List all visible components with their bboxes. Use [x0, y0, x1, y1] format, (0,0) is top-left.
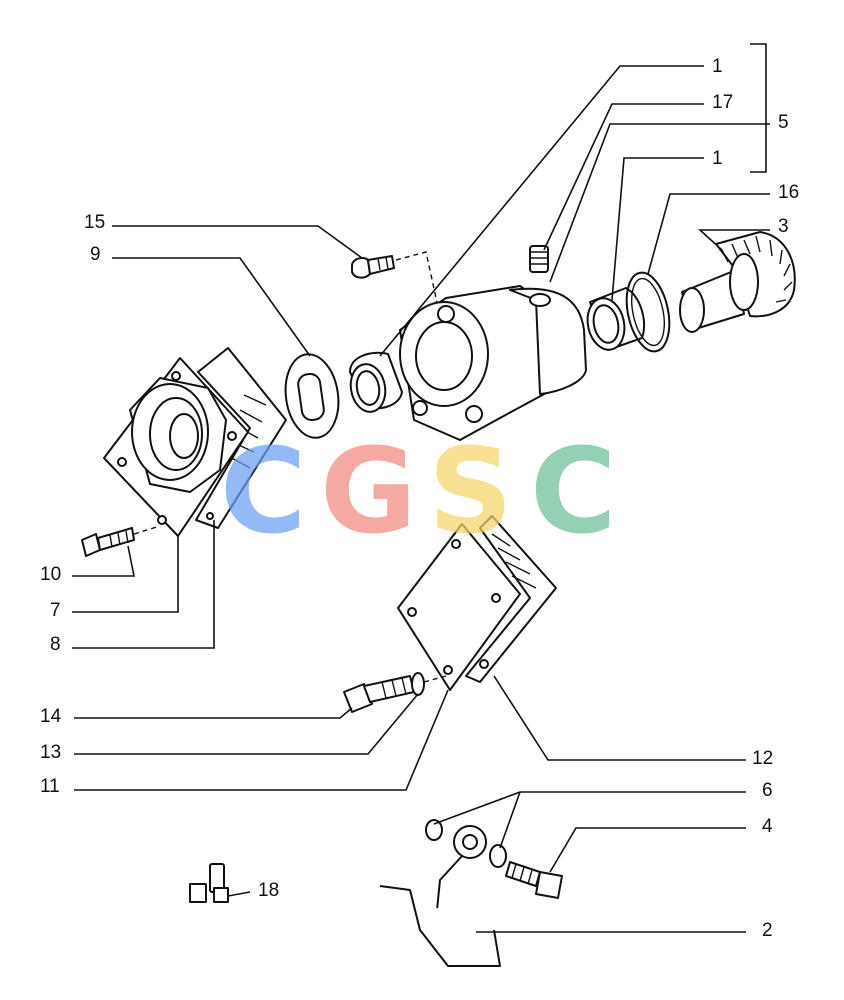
callout-12: 12	[752, 748, 773, 769]
callout-1-lower: 1	[712, 148, 723, 169]
gear-shaft-3-part	[679, 231, 796, 333]
callout-14: 14	[40, 706, 62, 727]
bolt-14-washer-13-part	[343, 672, 447, 713]
callout-7: 7	[50, 600, 61, 621]
pipe-assembly-part	[379, 819, 563, 967]
bushing-1-right-part	[586, 287, 645, 351]
cover-plate-11-part	[397, 515, 557, 691]
bolt-15-part	[351, 251, 441, 317]
callout-8: 8	[50, 634, 61, 655]
callout-3: 3	[778, 216, 789, 237]
callout-11: 11	[40, 776, 60, 797]
watermark-letter-s: S	[428, 422, 513, 560]
pump-body-5-part	[399, 285, 587, 441]
callout-1-top: 1	[712, 56, 723, 77]
callout-4: 4	[762, 816, 773, 837]
flange-housing-part	[103, 347, 287, 537]
watermark-letter-c1: C	[220, 422, 307, 560]
callout-5: 5	[778, 112, 789, 133]
callout-2: 2	[762, 920, 773, 941]
callout-13: 13	[40, 742, 61, 763]
callout-10: 10	[40, 564, 61, 585]
snap-ring-16-part	[625, 271, 671, 353]
callout-17: 17	[712, 92, 733, 113]
callout-9: 9	[90, 244, 101, 265]
watermark-letter-g: G	[320, 422, 417, 560]
leader-lines	[72, 43, 770, 933]
callout-18: 18	[258, 880, 279, 901]
bolt-10-part	[81, 525, 161, 557]
repair-kit-18-part	[189, 863, 251, 903]
callout-16: 16	[778, 182, 799, 203]
callout-6: 6	[762, 780, 773, 801]
bushing-1-left-part	[349, 351, 403, 413]
set-screw-17-part	[529, 245, 549, 273]
washer-9-part	[284, 353, 340, 439]
callout-15: 15	[84, 212, 105, 233]
cgsc-watermark-logo: C G S C	[220, 422, 617, 560]
watermark-letter-c2: C	[530, 422, 617, 560]
